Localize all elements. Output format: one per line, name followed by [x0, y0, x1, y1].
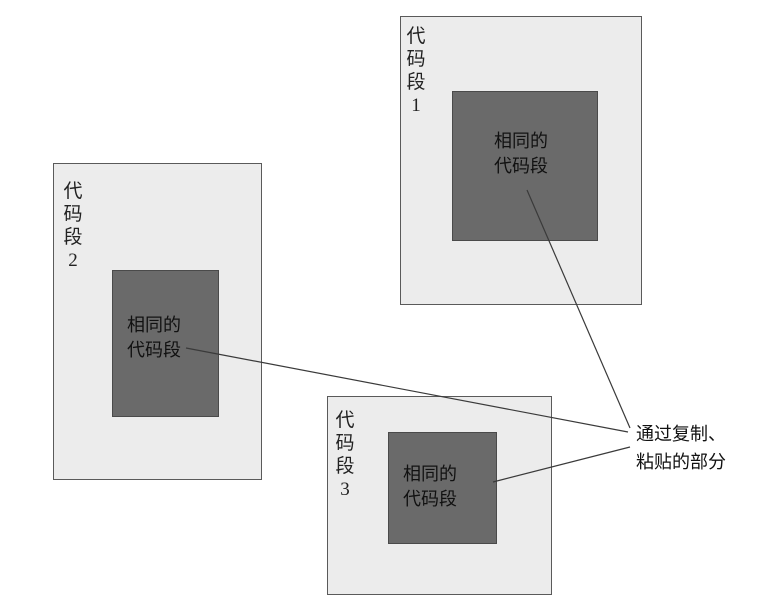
segment-2-duplicate-text: 相同的 代码段	[127, 313, 181, 363]
segment-1-number: 1	[411, 95, 421, 116]
segment-3-number: 3	[340, 479, 350, 500]
segment-1-duplicate-text: 相同的 代码段	[494, 129, 548, 179]
segment-1-label: 代 码 段 1	[405, 25, 427, 117]
segment-3-duplicate-text: 相同的 代码段	[403, 462, 457, 512]
duplicate-text-line1: 相同的	[494, 131, 548, 152]
segment-1-label-char: 段	[406, 71, 426, 93]
segment-3-duplicate-block: 相同的 代码段	[388, 432, 497, 544]
copy-paste-annotation: 通过复制、 粘贴的部分	[636, 421, 726, 477]
code-segment-2: 代 码 段 2 相同的 代码段	[53, 163, 262, 480]
annotation-line1: 通过复制、	[636, 424, 726, 445]
duplicate-text-line2: 代码段	[127, 340, 181, 361]
duplicate-text-line2: 代码段	[403, 489, 457, 510]
segment-2-label-char: 段	[63, 226, 83, 248]
code-segment-3: 代 码 段 3 相同的 代码段	[327, 396, 552, 595]
code-segment-1: 代 码 段 1 相同的 代码段	[400, 16, 642, 305]
segment-2-number: 2	[68, 250, 78, 271]
segment-2-label-char: 码	[63, 203, 83, 225]
segment-1-label-char: 码	[406, 48, 426, 70]
segment-3-label-char: 代	[335, 409, 355, 431]
duplicate-text-line2: 代码段	[494, 156, 548, 177]
segment-2-duplicate-block: 相同的 代码段	[112, 270, 219, 417]
segment-3-label: 代 码 段 3	[334, 409, 356, 501]
segment-2-label-char: 代	[63, 180, 83, 202]
duplicate-text-line1: 相同的	[127, 315, 181, 336]
segment-3-label-char: 段	[335, 455, 355, 477]
segment-1-duplicate-block: 相同的 代码段	[452, 91, 598, 241]
segment-1-label-char: 代	[406, 25, 426, 47]
duplicate-text-line1: 相同的	[403, 464, 457, 485]
segment-3-label-char: 码	[335, 432, 355, 454]
annotation-line2: 粘贴的部分	[636, 452, 726, 473]
segment-2-label: 代 码 段 2	[62, 180, 84, 272]
